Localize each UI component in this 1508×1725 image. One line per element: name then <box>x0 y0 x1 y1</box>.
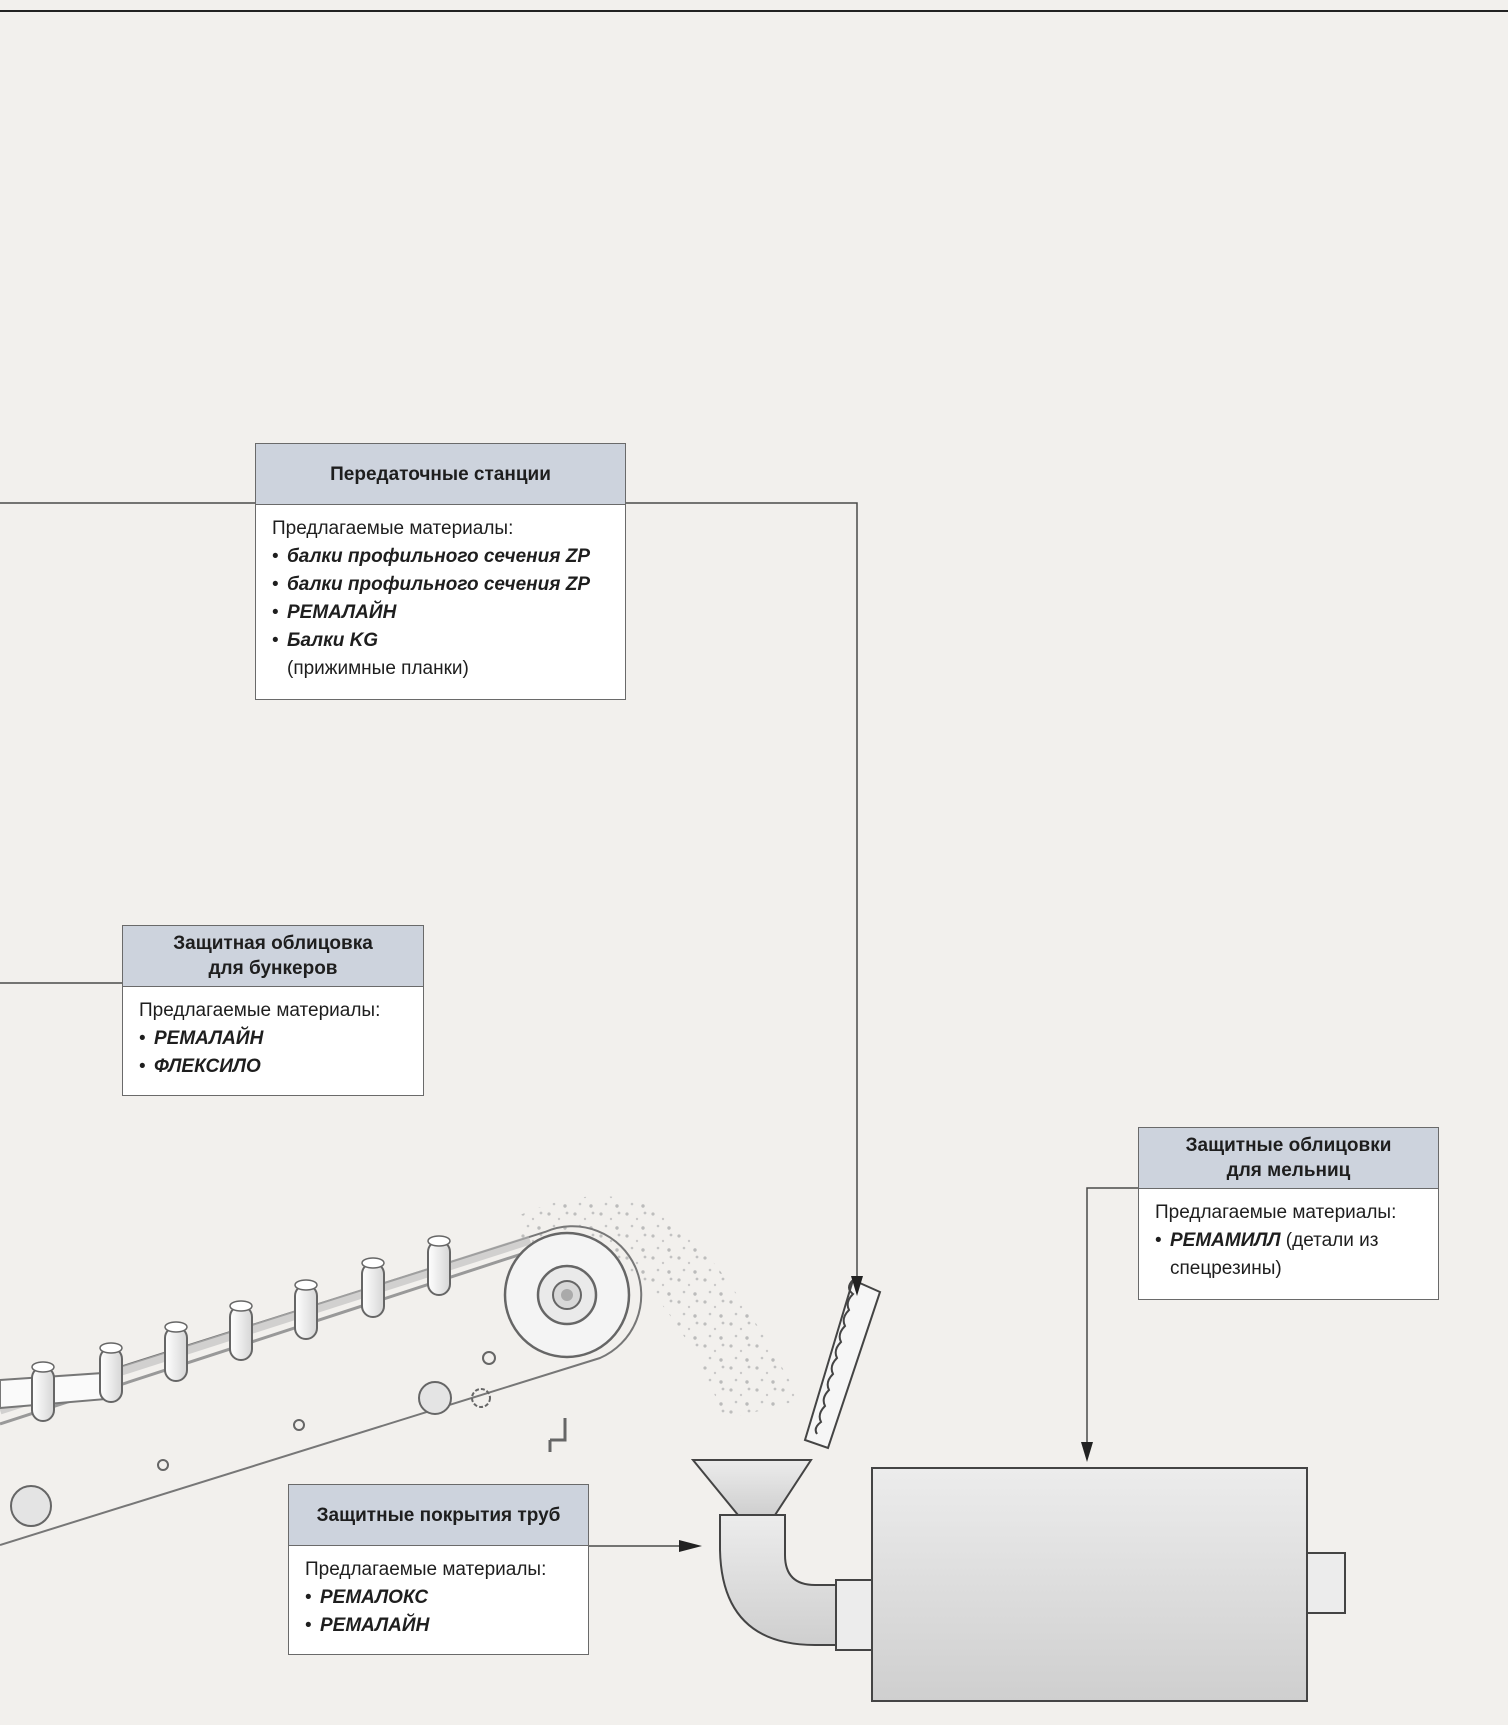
transfer-stations-intro: Предлагаемые материалы: <box>272 518 514 539</box>
material-item: балки профильного сечения ZP <box>272 571 609 599</box>
idler-parts <box>10 1351 567 1527</box>
mill-lining-title: Защитные облицовки для мельниц <box>1139 1128 1438 1189</box>
mill-lining-materials: РЕМАМИЛЛ (детали из спецрезины) <box>1155 1227 1422 1283</box>
material-item: РЕМАЛАЙН <box>139 1025 407 1053</box>
mill-lining-callout: Защитные облицовки для мельниц Предлагае… <box>1138 1127 1439 1300</box>
roller-row <box>31 1235 451 1422</box>
arrow-mill <box>1081 1442 1093 1462</box>
transfer-stations-title: Передаточные станции <box>256 444 625 505</box>
bunker-lining-intro: Предлагаемые материалы: <box>139 1000 381 1021</box>
leader-transfer <box>625 502 858 1290</box>
pipe-coating-intro: Предлагаемые материалы: <box>305 1559 547 1580</box>
transfer-stations-materials: балки профильного сечения ZP балки профи… <box>272 543 609 683</box>
bunker-lining-callout: Защитная облицовка для бункеров Предлага… <box>122 925 424 1096</box>
pipe-coating-materials: РЕМАЛОКС РЕМАЛАЙН <box>305 1584 572 1640</box>
bunker-lining-title: Защитная облицовка для бункеров <box>123 926 423 987</box>
material-item: РЕМАЛАЙН <box>305 1612 572 1640</box>
ball-mill <box>871 1467 1346 1702</box>
pipe-coating-callout: Защитные покрытия труб Предлагаемые мате… <box>288 1484 589 1655</box>
material-item: РЕМАЛАЙН <box>272 599 609 627</box>
bunker-lining-materials: РЕМАЛАЙН ФЛЕКСИЛО <box>139 1025 407 1081</box>
leader-mill <box>1086 1187 1138 1455</box>
pipe-hopper <box>690 1459 877 1651</box>
liner-plate <box>803 1278 882 1450</box>
material-item: балки профильного сечения ZP <box>272 543 609 571</box>
material-item: РЕМАЛОКС <box>305 1584 572 1612</box>
material-item: РЕМАМИЛЛ (детали из спецрезины) <box>1155 1227 1422 1283</box>
mill-lining-intro: Предлагаемые материалы: <box>1155 1202 1397 1223</box>
transfer-stations-callout: Передаточные станции Предлагаемые матери… <box>255 443 626 700</box>
arrow-transfer <box>851 1276 863 1296</box>
drum-pulley <box>503 1231 631 1359</box>
arrowheads <box>679 1276 1093 1552</box>
connector-lines <box>0 502 1138 1547</box>
material-note: (прижимные планки) <box>287 658 469 679</box>
material-item: ФЛЕКСИЛО <box>139 1053 407 1081</box>
pipe-coating-title: Защитные покрытия труб <box>289 1485 588 1546</box>
arrow-pipe <box>679 1540 702 1552</box>
material-item: Балки KG(прижимные планки) <box>272 627 609 683</box>
